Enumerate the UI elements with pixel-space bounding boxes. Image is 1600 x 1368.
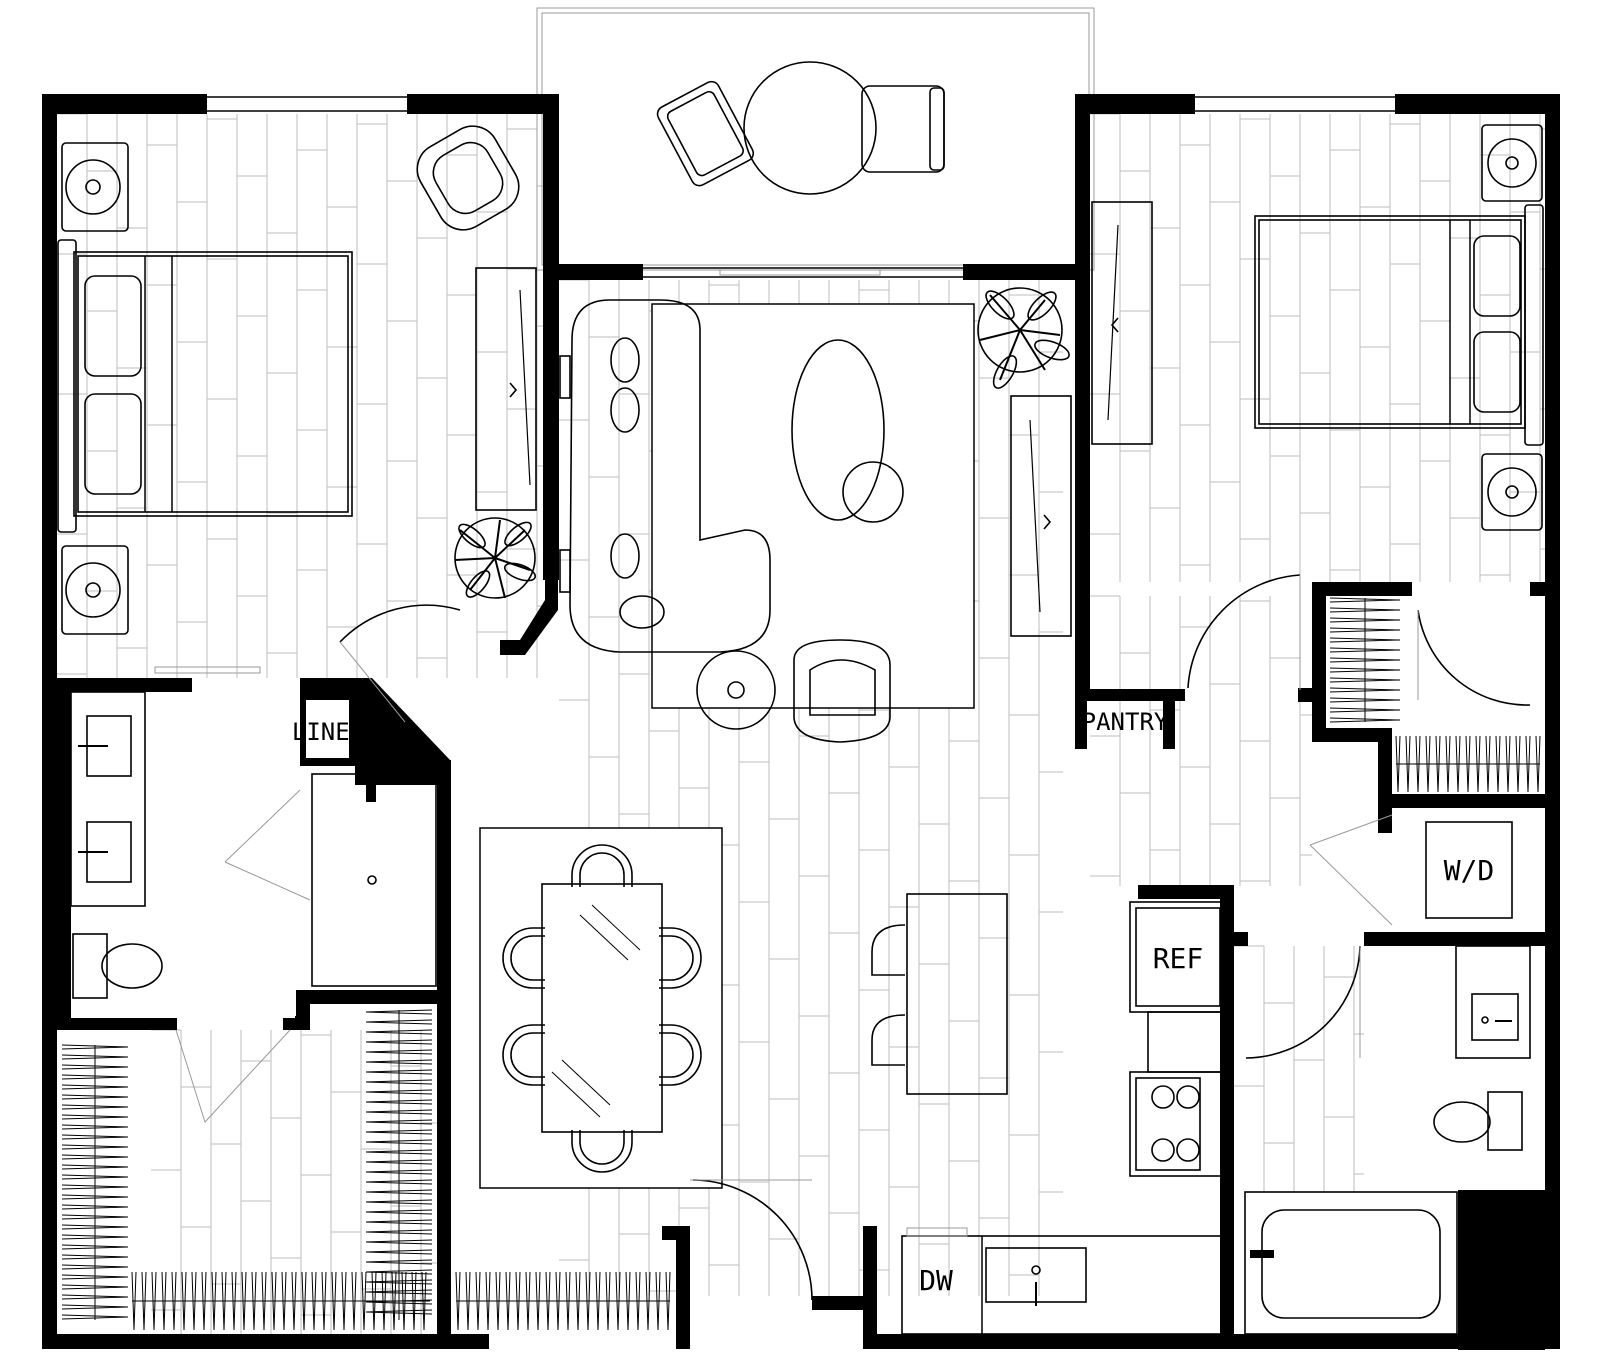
dining-chair	[571, 1130, 633, 1173]
dresser-left-bedroom	[475, 267, 537, 511]
dining-chair	[659, 927, 702, 989]
closets-left	[61, 1009, 671, 1331]
bathtub	[1244, 1191, 1458, 1335]
dining-chair	[502, 927, 545, 989]
label-wd: W/D	[1444, 854, 1495, 887]
balcony	[536, 7, 1095, 271]
closets-right	[1329, 597, 1541, 793]
vanity-right-bath	[1455, 945, 1531, 1059]
sectional-sofa	[559, 299, 771, 653]
dining-chair	[502, 1024, 545, 1086]
label-dw: DW	[919, 1264, 953, 1297]
kitchen	[901, 901, 1227, 1335]
vanity-left-bath	[70, 691, 146, 907]
dining-chair	[571, 844, 633, 887]
shower-left-bath	[311, 773, 437, 987]
dresser-right-bedroom	[1091, 201, 1153, 445]
nightstand-left-top	[61, 142, 129, 232]
dining-chair	[659, 1024, 702, 1086]
armchair-living	[793, 639, 891, 743]
nightstand-right-top	[1481, 124, 1543, 202]
right-bathroom	[1244, 945, 1531, 1335]
nightstand-right-bottom	[1481, 453, 1543, 531]
left-bedroom	[57, 125, 537, 723]
laundry	[1309, 814, 1513, 926]
balcony-chair-right	[861, 85, 945, 173]
plant-left-bedroom	[454, 517, 537, 599]
dining-rug	[479, 827, 723, 1189]
side-stool	[842, 461, 904, 523]
windows	[207, 96, 1395, 278]
dining-chairs	[502, 844, 702, 1173]
living-room	[559, 287, 1072, 743]
counter-sink	[901, 1235, 1227, 1335]
bed-left	[57, 239, 353, 533]
door-left-bedroom	[339, 604, 461, 643]
kitchen-island	[871, 893, 1008, 1095]
nightstand-left-bottom	[61, 545, 129, 635]
coffee-table-oval	[791, 339, 885, 521]
door-right-closet	[1417, 609, 1531, 706]
label-ref: REF	[1153, 942, 1204, 975]
bar-stool-1	[871, 924, 906, 976]
left-bathroom	[70, 666, 437, 1123]
walls	[42, 94, 1560, 1350]
stove	[1129, 1071, 1227, 1177]
right-bedroom	[1091, 124, 1544, 706]
label-linen: LINEN	[292, 718, 364, 746]
entry-door	[692, 1179, 813, 1301]
balcony-chair-left	[656, 80, 755, 187]
plant-living	[977, 287, 1070, 389]
door-right-bedroom	[1187, 574, 1301, 689]
label-pantry: PANTRY	[1082, 708, 1169, 736]
toilet-right-bath	[1433, 1091, 1523, 1151]
wood-floor-pattern	[57, 113, 1545, 1334]
side-table-round	[696, 650, 776, 730]
balcony-round-table	[743, 61, 877, 195]
dining-area	[479, 827, 723, 1189]
door-right-bath	[1245, 945, 1361, 1059]
bar-stool-2	[871, 1014, 906, 1066]
armchair-left-bedroom	[416, 125, 520, 231]
dining-table	[541, 883, 663, 1133]
toilet-left-bath	[72, 933, 163, 999]
counter-kitchen	[1147, 1011, 1227, 1073]
tv-console-living	[1010, 395, 1072, 637]
bed-right	[1254, 204, 1544, 446]
door-closet-left	[175, 1029, 291, 1123]
washer-dryer	[1425, 821, 1513, 919]
